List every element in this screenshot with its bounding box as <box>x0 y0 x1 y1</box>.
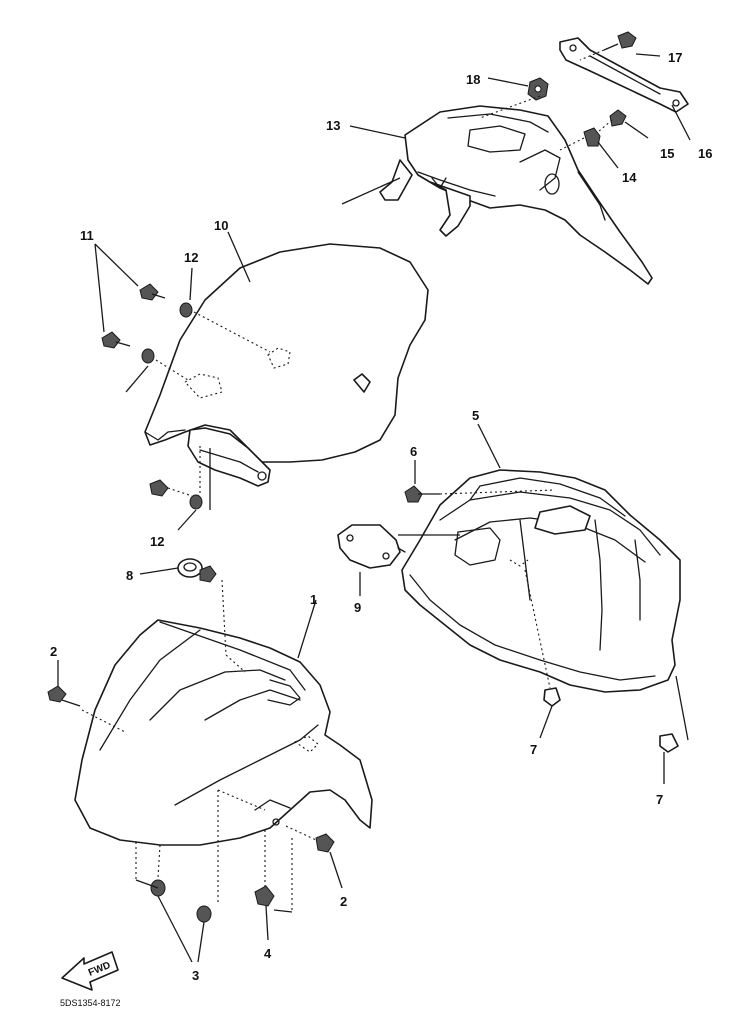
collar-part-14 <box>583 127 601 147</box>
screws-part-11 <box>101 283 166 349</box>
callout-16: 16 <box>698 146 712 161</box>
callout-12b: 12 <box>150 534 164 549</box>
bolt-part-2a <box>47 685 81 707</box>
callout-6: 6 <box>410 444 417 459</box>
drawing-code: 5DS1354-8172 <box>60 998 121 1008</box>
rear-fender-part-13 <box>379 105 653 285</box>
callout-13: 13 <box>326 118 340 133</box>
callout-11: 11 <box>80 228 94 243</box>
callout-5: 5 <box>472 408 479 423</box>
callout-17: 17 <box>668 50 682 65</box>
inner-fender-part-10 <box>144 243 429 487</box>
callout-1: 1 <box>310 592 317 607</box>
collars-part-12 <box>141 302 203 510</box>
fwd-arrow-icon: FWD <box>61 951 119 991</box>
callout-2b: 2 <box>340 894 347 909</box>
bracket-plate-part-16 <box>559 37 689 113</box>
inner-panel-part-5 <box>401 469 681 693</box>
callout-18: 18 <box>466 72 480 87</box>
bolt-part-2b <box>315 833 335 853</box>
callout-7a: 7 <box>530 742 537 757</box>
bolt-part-17 <box>603 31 637 51</box>
bolt-part-15 <box>609 109 627 127</box>
callout-3: 3 <box>192 968 199 983</box>
nut-part-18 <box>527 77 549 101</box>
leader-lines <box>57 49 691 963</box>
fitting-part-8 <box>177 558 217 583</box>
callout-2a: 2 <box>50 644 57 659</box>
callout-4: 4 <box>264 946 272 961</box>
screw-part-6 <box>404 485 440 503</box>
callout-numbers: 1 2 2 3 4 5 6 7 7 8 9 10 11 12 12 13 14 … <box>50 50 712 983</box>
clip-part-7a <box>543 687 561 707</box>
callout-10: 10 <box>214 218 228 233</box>
front-fender-part-1 <box>74 619 373 846</box>
callout-12a: 12 <box>184 250 198 265</box>
callout-8: 8 <box>126 568 133 583</box>
clamp-part-9 <box>337 524 406 569</box>
callout-15: 15 <box>660 146 674 161</box>
clip-part-7b <box>659 733 679 753</box>
callout-14: 14 <box>622 170 637 185</box>
bolt-part-4 <box>254 885 275 907</box>
callout-9: 9 <box>354 600 361 615</box>
callout-7b: 7 <box>656 792 663 807</box>
